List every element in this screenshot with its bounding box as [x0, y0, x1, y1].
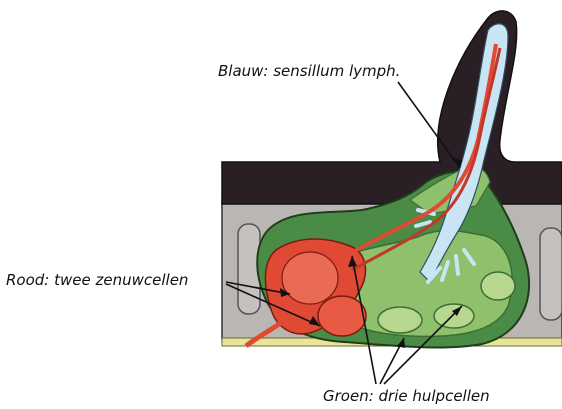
support-cell-nucleus-3 [481, 272, 515, 300]
neuron-nucleus-1 [282, 252, 338, 304]
support-cell-nucleus-1 [378, 307, 422, 333]
neuron-cell-2 [318, 296, 366, 336]
label-sensillum-lymph: Blauw: sensillum lymph. [218, 64, 400, 79]
epidermal-cell-right [540, 228, 562, 320]
support-cell-nucleus-2 [434, 304, 474, 328]
label-neurons: Rood: twee zenuwcellen [6, 273, 188, 288]
label-support-cells: Groen: drie hulpcellen [323, 389, 490, 404]
cuticle [222, 11, 562, 212]
